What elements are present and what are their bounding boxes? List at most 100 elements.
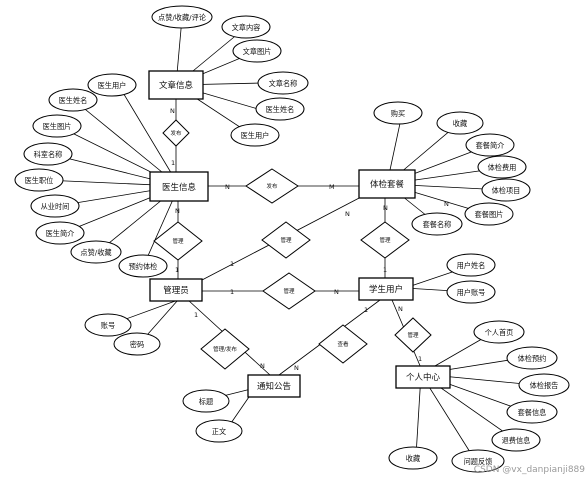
attribute-label: 预约体检 bbox=[129, 262, 158, 271]
relation-label: 查看 bbox=[337, 340, 349, 348]
attribute-pkg-item: 体检项目 bbox=[481, 178, 531, 202]
attribute-pkg-image: 套餐图片 bbox=[464, 202, 514, 226]
cardinality-label: N bbox=[444, 200, 449, 208]
attribute-label: 密码 bbox=[130, 340, 144, 349]
attribute-label: 个人首页 bbox=[485, 328, 514, 337]
attribute-label: 医生用户 bbox=[98, 81, 127, 90]
attribute-label: 收藏 bbox=[406, 454, 420, 463]
cardinality-label: N bbox=[170, 107, 175, 115]
entity-label: 学生用户 bbox=[369, 284, 403, 295]
cardinality-label: N bbox=[383, 204, 388, 212]
relation-doctor-package: 发布 bbox=[245, 168, 299, 204]
attribute-label: 购买 bbox=[391, 109, 405, 118]
attribute-label: 套餐信息 bbox=[518, 408, 547, 417]
attribute-article-doctor-name: 医生姓名 bbox=[255, 97, 305, 121]
entity-center: 个人中心 bbox=[395, 365, 451, 389]
relation-doctor-admin: 管理 bbox=[153, 221, 203, 261]
relation-label: 发布 bbox=[170, 129, 182, 137]
relation-label: 管理/发布 bbox=[213, 345, 237, 353]
relation-admin-student: 管理 bbox=[262, 272, 316, 310]
attribute-label: 套餐名称 bbox=[423, 220, 452, 229]
attribute-admin-account: 账号 bbox=[84, 313, 132, 337]
cardinality-label: 1 bbox=[418, 355, 422, 363]
attribute-article-name: 文章名称 bbox=[257, 71, 309, 95]
entity-doctor: 医生信息 bbox=[149, 171, 209, 202]
attribute-label: 医生图片 bbox=[43, 122, 72, 131]
attribute-stu-account: 用户账号 bbox=[446, 280, 496, 304]
attribute-label: 用户姓名 bbox=[457, 261, 486, 270]
attribute-label: 医生简介 bbox=[46, 229, 76, 238]
attribute-label: 用户账号 bbox=[457, 288, 486, 297]
cardinality-label: 1 bbox=[230, 260, 234, 268]
entity-article: 文章信息 bbox=[148, 70, 204, 100]
attribute-label: 体检费用 bbox=[488, 163, 517, 172]
entity-package: 体检套餐 bbox=[358, 169, 416, 199]
entity-label: 文章信息 bbox=[159, 80, 194, 91]
relation-label: 管理 bbox=[280, 236, 292, 244]
attribute-label: 文章内容 bbox=[232, 23, 261, 32]
attribute-label: 文章图片 bbox=[243, 47, 272, 56]
attribute-label: 标题 bbox=[199, 397, 213, 406]
cardinality-label: 1 bbox=[175, 266, 179, 274]
attribute-label: 从业时间 bbox=[41, 202, 70, 211]
attribute-pkg-fav: 收藏 bbox=[436, 111, 484, 135]
attribute-label: 套餐简介 bbox=[476, 141, 506, 150]
attribute-admin-password: 密码 bbox=[113, 332, 161, 356]
attribute-buy: 购买 bbox=[373, 101, 423, 125]
cardinality-label: M bbox=[329, 183, 335, 191]
cardinality-label: N bbox=[260, 362, 265, 370]
relation-label: 发布 bbox=[266, 182, 278, 190]
cardinality-label: 1 bbox=[171, 159, 175, 167]
attribute-c-refund: 退费信息 bbox=[491, 428, 541, 452]
cardinality-label: 1 bbox=[364, 306, 368, 314]
cardinality-label: N bbox=[398, 305, 403, 313]
attribute-stu-name: 用户姓名 bbox=[446, 253, 496, 277]
entity-label: 个人中心 bbox=[406, 372, 441, 383]
cardinality-label: N bbox=[334, 288, 339, 296]
relation-label: 管理 bbox=[172, 237, 184, 245]
attribute-label: 科室名称 bbox=[34, 150, 63, 159]
attribute-pkg-fee: 体检费用 bbox=[477, 155, 527, 179]
relation-article-doctor: 发布 bbox=[162, 119, 190, 147]
attribute-label: 套餐图片 bbox=[475, 210, 504, 219]
attribute-c-pkg: 套餐信息 bbox=[506, 400, 558, 424]
attribute-label: 收藏 bbox=[453, 119, 467, 128]
cardinality-label: N bbox=[225, 183, 230, 191]
entity-admin: 管理员 bbox=[149, 278, 203, 302]
attribute-notice-title: 标题 bbox=[182, 389, 230, 413]
attribute-doctor-title: 医生职位 bbox=[14, 168, 64, 192]
attribute-article-content: 文章内容 bbox=[221, 15, 271, 39]
relation-student-center: 管理 bbox=[394, 317, 432, 353]
entity-student: 学生用户 bbox=[358, 277, 414, 301]
cardinality-label: N bbox=[345, 210, 350, 218]
attribute-label: 体检报告 bbox=[530, 381, 559, 390]
entity-notice: 通知公告 bbox=[247, 374, 301, 398]
attribute-label: 问题反馈 bbox=[464, 457, 493, 466]
relation-admin-notice: 管理/发布 bbox=[200, 328, 250, 370]
cardinality-label: N bbox=[175, 207, 180, 215]
attribute-pkg-name: 套餐名称 bbox=[411, 212, 463, 236]
attribute-label: 正文 bbox=[212, 427, 226, 436]
attribute-doctor-image: 医生图片 bbox=[32, 114, 82, 138]
attribute-pkg-intro: 套餐简介 bbox=[465, 133, 515, 157]
attribute-label: 医生用户 bbox=[241, 131, 270, 140]
cardinality-label: 1 bbox=[194, 311, 198, 319]
attribute-work-time: 从业时间 bbox=[30, 194, 80, 218]
relation-label: 管理 bbox=[407, 331, 419, 339]
attribute-label: 账号 bbox=[101, 321, 115, 330]
attribute-article-doctor-user: 医生用户 bbox=[230, 123, 280, 147]
attribute-label: 退费信息 bbox=[502, 436, 531, 445]
relation-student-notice: 查看 bbox=[318, 324, 368, 364]
attribute-c-fav: 收藏 bbox=[388, 446, 438, 470]
attribute-label: 医生姓名 bbox=[59, 96, 88, 105]
entity-label: 管理员 bbox=[163, 285, 189, 296]
attribute-label: 体检项目 bbox=[492, 186, 521, 195]
relation-label: 管理 bbox=[283, 287, 295, 295]
attribute-doctor-intro: 医生简介 bbox=[35, 221, 85, 245]
attribute-notice-body: 正文 bbox=[195, 419, 243, 443]
relation-package-student: 管理 bbox=[360, 221, 410, 259]
entity-label: 通知公告 bbox=[257, 381, 291, 392]
cardinality-label: 1 bbox=[230, 288, 234, 296]
attribute-doctor-user: 医生用户 bbox=[87, 73, 137, 97]
attribute-article-image: 文章图片 bbox=[232, 39, 282, 63]
